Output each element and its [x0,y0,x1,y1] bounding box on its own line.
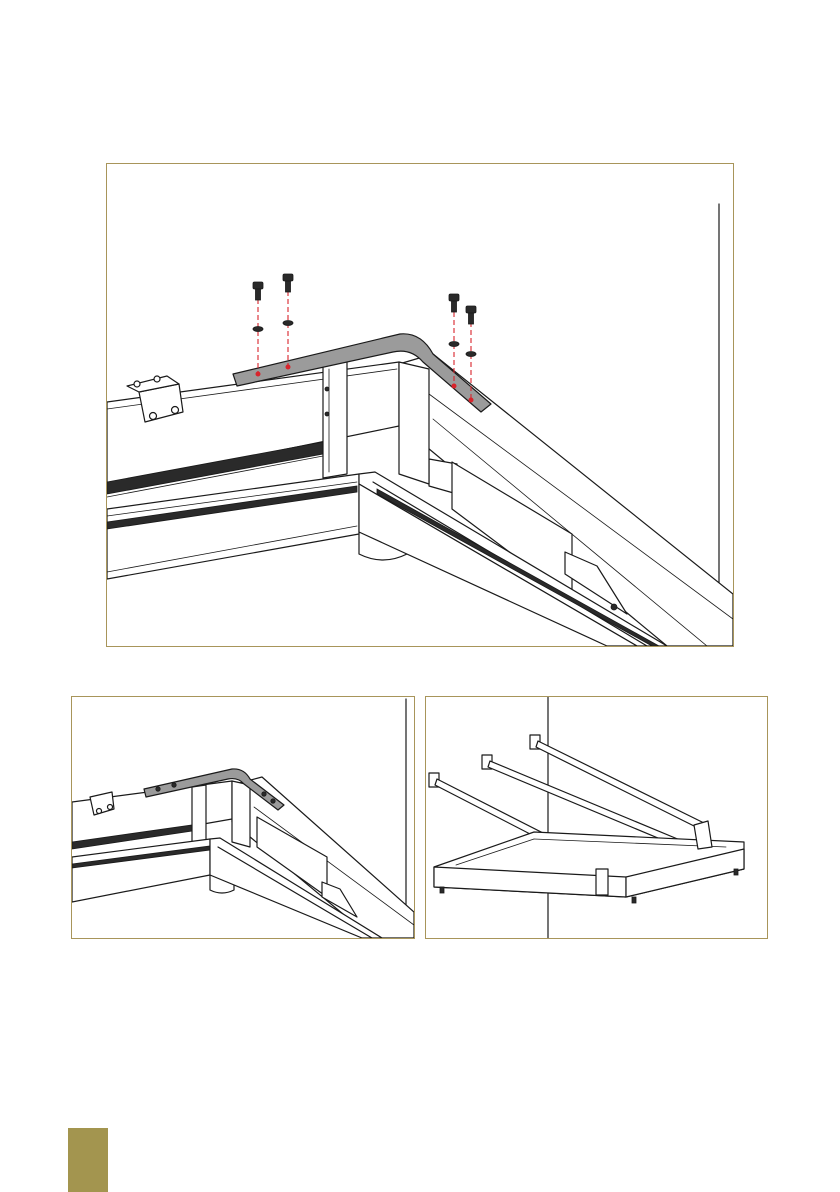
bracket-nut [154,376,160,382]
frame-base [434,821,744,903]
corner-bracket-bolt-assembly-illustration [107,164,733,646]
bracket-bolt [262,792,266,796]
post-screw [325,412,329,416]
bracket-bolt [271,799,275,803]
bracket-bolt [156,787,160,791]
detail-left-illustration-panel [71,696,415,939]
frame-foot [734,869,738,875]
wall-rod-frame-illustration [426,697,767,938]
frame-foot [632,897,636,903]
bracket-nut [134,381,140,387]
clip-screw [611,604,617,610]
corner-plate [694,821,712,849]
bracket-bolt [172,407,179,414]
main-illustration-panel [106,163,734,647]
bracket-bolt [150,413,157,420]
page-tab-marker [68,1128,108,1192]
bracket-bolt [172,783,176,787]
corner-plate [596,869,608,895]
detail-right-illustration-panel [425,696,768,939]
corner-bracket-installed-illustration [72,697,414,938]
post-screw [325,387,329,391]
bolt-icon [253,274,476,324]
frame-foot [440,887,444,893]
